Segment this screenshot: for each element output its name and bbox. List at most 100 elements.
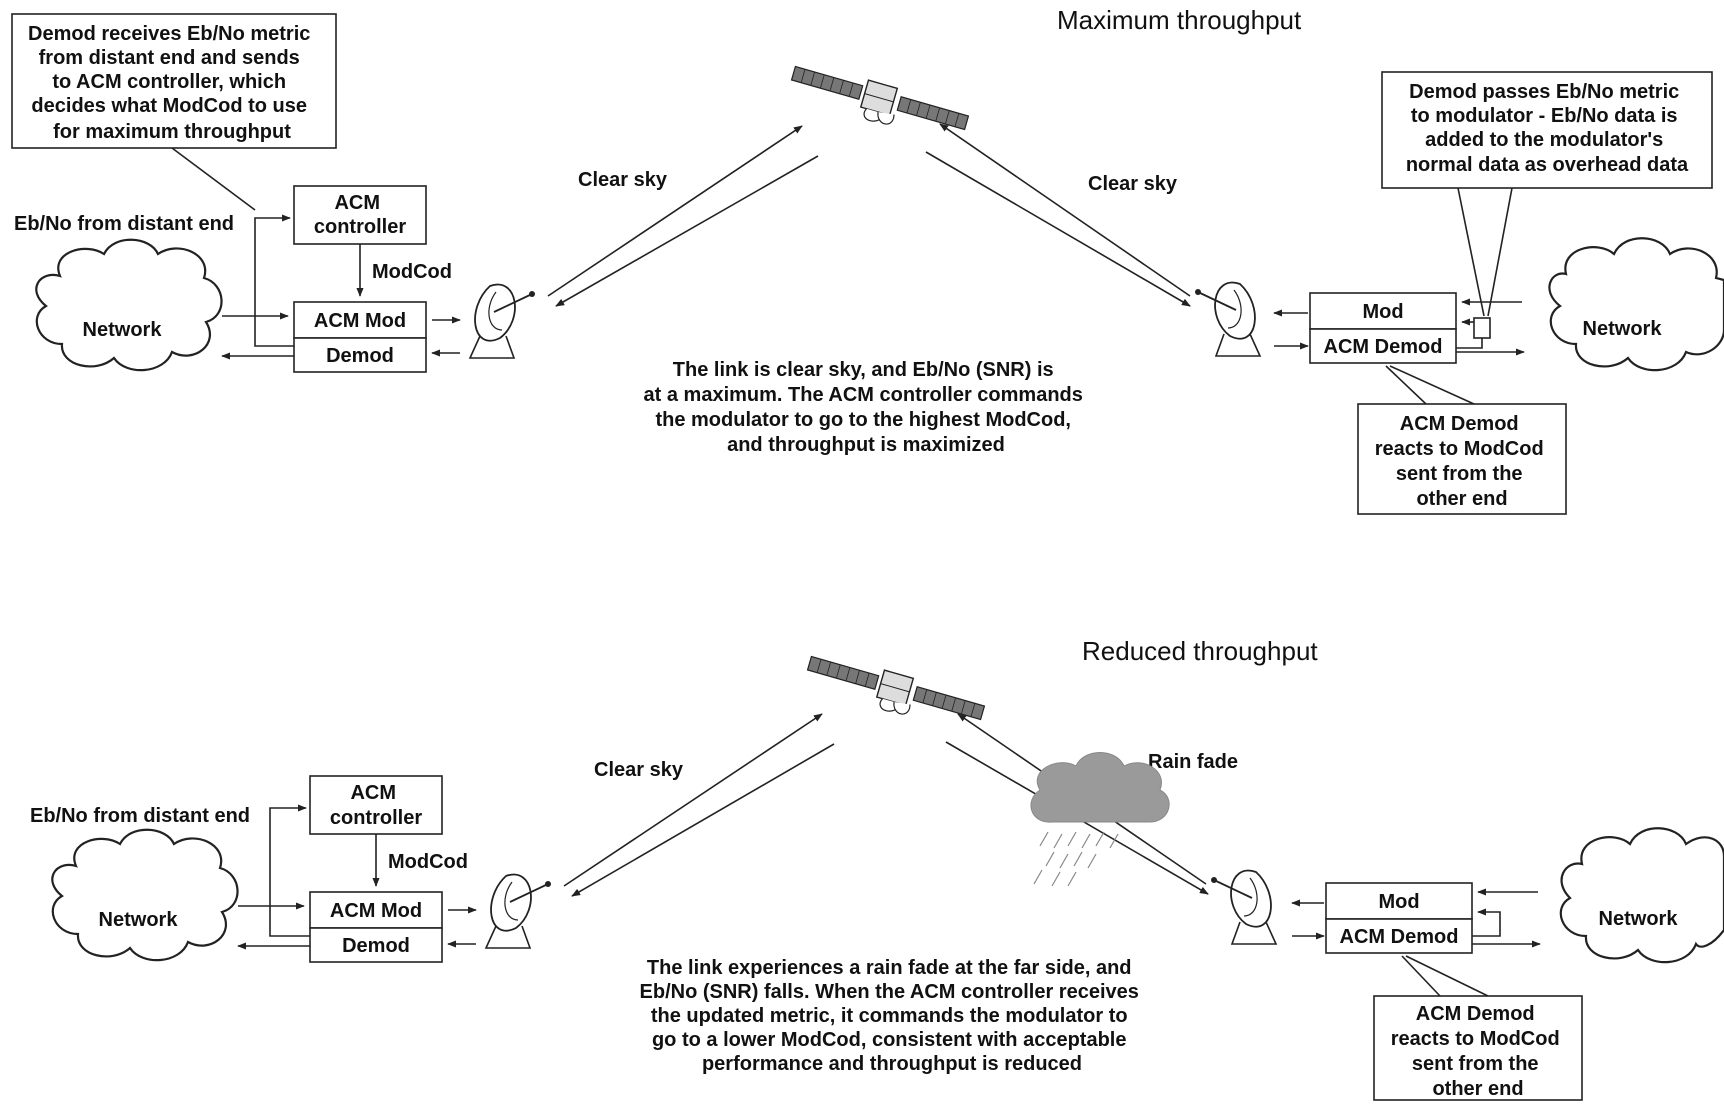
- top-title: Maximum throughput: [1057, 5, 1302, 35]
- top-mod-right-box: [1309, 292, 1457, 330]
- bottom-acm-controller-box: [309, 775, 443, 835]
- center-line: Eb/No (SNR) falls. When the ACM controll…: [640, 981, 1139, 1003]
- top-acm-controller-label: ACM controller: [314, 192, 406, 238]
- bottom-left-dish-icon: [485, 873, 552, 949]
- reacts-line: other end: [1432, 1078, 1523, 1100]
- top-right-uplink-arrow: [939, 123, 1191, 297]
- left-note-line: for maximum throughput: [53, 121, 291, 143]
- top-downlink-label: Clear sky: [1088, 173, 1178, 195]
- bottom-right-dish-icon: [1211, 871, 1276, 944]
- left-note-box: [11, 13, 337, 149]
- top-right-dish-icon: [1195, 283, 1260, 356]
- bottom-reacts-note-box: [1373, 995, 1583, 1101]
- top-acm-demod-right-box: [1309, 328, 1457, 364]
- top-reacts-pointer-b: [1389, 365, 1475, 405]
- bottom-downlink-label: Rain fade: [1148, 751, 1238, 773]
- bottom-acm-mod-label: ACM Mod: [330, 900, 422, 922]
- center-line: at a maximum. The ACM controller command…: [644, 384, 1083, 406]
- reacts-line: ACM Demod: [1400, 413, 1519, 435]
- bottom-ebno-label: Eb/No from distant end: [30, 805, 250, 827]
- left-note-line: Demod receives Eb/No metric: [28, 23, 310, 45]
- top-overhead-box: [1473, 317, 1491, 339]
- top-uplink-arrow: [547, 125, 803, 297]
- bottom-reacts-pointer-a: [1401, 955, 1441, 997]
- reacts-line: reacts to ModCod: [1375, 438, 1544, 460]
- reacts-line: other end: [1416, 488, 1507, 510]
- bottom-network-right-label: Network: [1599, 908, 1679, 930]
- top-network-left-label: Network: [83, 319, 163, 341]
- top-ebno-label: Eb/No from distant end: [14, 213, 234, 235]
- top-demod-left-label: Demod: [326, 345, 394, 367]
- top-reacts-pointer-a: [1385, 365, 1427, 405]
- top-modcod-label: ModCod: [372, 261, 452, 283]
- center-line: and throughput is maximized: [727, 434, 1005, 456]
- bottom-mod-right-box: [1325, 882, 1473, 920]
- bottom-ebno-feedback-line: [269, 804, 310, 937]
- top-acm-mod-label: ACM Mod: [314, 310, 406, 332]
- reacts-line: sent from the: [1412, 1053, 1539, 1075]
- left-note-line: from distant end and sends: [39, 47, 300, 69]
- center-line: performance and throughput is reduced: [702, 1053, 1082, 1075]
- controller-line: controller: [314, 216, 406, 238]
- top-mod-right-label: Mod: [1362, 301, 1403, 323]
- top-uplink-label: Clear sky: [578, 169, 668, 191]
- top-downlink-arrow: [555, 155, 819, 307]
- bottom-network-left-cloud: [51, 828, 239, 962]
- bottom-demod-left-label: Demod: [342, 935, 410, 957]
- top-right-downlink-arrow: [925, 151, 1191, 307]
- bottom-satellite-icon: [802, 649, 988, 738]
- bottom-reacts-note-text: ACM Demod reacts to ModCod sent from the…: [1391, 1003, 1565, 1100]
- rain-cloud-icon: [1030, 752, 1170, 887]
- center-line: go to a lower ModCod, consistent with ac…: [652, 1029, 1127, 1051]
- controller-line: ACM: [350, 782, 396, 804]
- top-demod-left-box: [293, 337, 427, 373]
- top-network-left-cloud: [35, 238, 223, 372]
- left-note-line: to ACM controller, which: [52, 71, 286, 93]
- center-line: The link experiences a rain fade at the …: [647, 957, 1132, 979]
- bottom-uplink-arrow: [563, 713, 823, 887]
- bottom-mod-right-label: Mod: [1378, 891, 1419, 913]
- bottom-network-left-label: Network: [99, 909, 179, 931]
- center-line: the modulator to go to the highest ModCo…: [655, 409, 1071, 431]
- right-note-text: Demod passes Eb/No metric to modulator -…: [1406, 81, 1689, 176]
- top-center-text: The link is clear sky, and Eb/No (SNR) i…: [644, 359, 1089, 456]
- controller-line: controller: [330, 807, 422, 829]
- bottom-reacts-pointer-b: [1405, 955, 1489, 997]
- right-note-line: to modulator - Eb/No data is: [1411, 105, 1678, 127]
- controller-line: ACM: [334, 192, 380, 214]
- top-acm-demod-right-label: ACM Demod: [1324, 336, 1443, 358]
- bottom-modcod-label: ModCod: [388, 851, 468, 873]
- bottom-network-right-cloud: [1559, 827, 1724, 964]
- bottom-demod-left-box: [309, 927, 443, 963]
- bottom-downlink-arrow: [571, 743, 835, 897]
- right-note-line: normal data as overhead data: [1406, 154, 1689, 176]
- top-panel: Maximum throughput Demod receives Eb/No …: [11, 5, 1724, 515]
- reacts-line: reacts to ModCod: [1391, 1028, 1560, 1050]
- center-line: the updated metric, it commands the modu…: [651, 1005, 1128, 1027]
- bottom-uplink-label: Clear sky: [594, 759, 684, 781]
- bottom-center-text: The link experiences a rain fade at the …: [640, 957, 1145, 1075]
- bottom-acm-demod-right-label: ACM Demod: [1340, 926, 1459, 948]
- right-note-box: [1381, 71, 1713, 189]
- bottom-acm-controller-label: ACM controller: [330, 782, 422, 829]
- reacts-line: ACM Demod: [1416, 1003, 1535, 1025]
- right-note-pointer-b: [1487, 187, 1513, 317]
- top-acm-controller-box: [293, 185, 427, 245]
- top-reacts-note-text: ACM Demod reacts to ModCod sent from the…: [1375, 413, 1549, 510]
- right-note-line: Demod passes Eb/No metric: [1409, 81, 1679, 103]
- top-ebno-feedback-line: [254, 214, 294, 347]
- top-demod-to-overhead-line: [1456, 338, 1483, 349]
- top-network-right-label: Network: [1583, 318, 1663, 340]
- bottom-acm-mod-box: [309, 891, 443, 929]
- bottom-panel: Reduced throughput Eb/No from distant en…: [30, 636, 1724, 1101]
- right-note-line: added to the modulator's: [1425, 129, 1663, 151]
- bottom-feedback-loop: [1472, 908, 1501, 937]
- top-left-dish-icon: [469, 283, 536, 359]
- right-note-pointer-a: [1457, 187, 1485, 317]
- top-network-right-cloud: [1548, 237, 1724, 372]
- left-note-line: decides what ModCod to use: [31, 95, 307, 117]
- left-note-text: Demod receives Eb/No metric from distant…: [28, 23, 316, 143]
- left-note-pointer: [171, 147, 256, 211]
- reacts-line: sent from the: [1396, 463, 1523, 485]
